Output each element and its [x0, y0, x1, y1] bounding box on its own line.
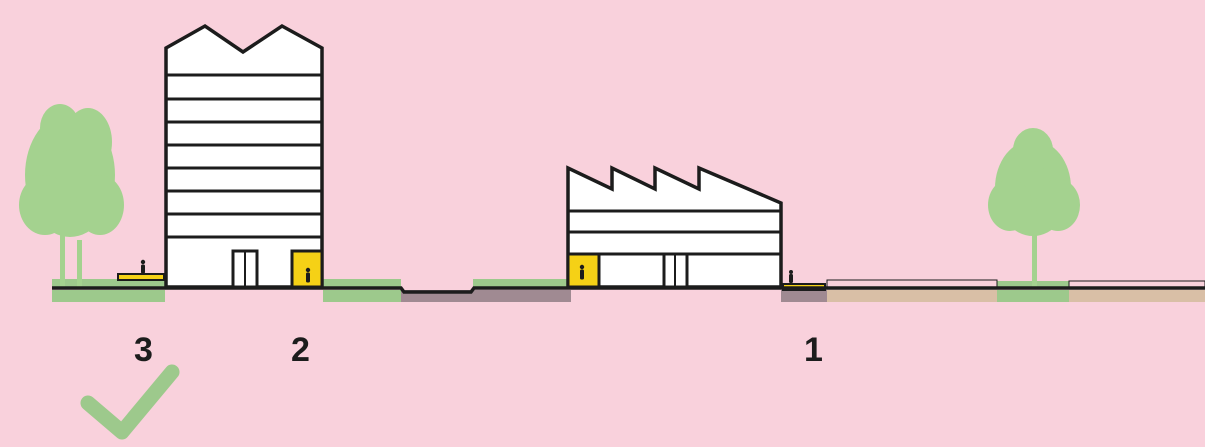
person-icon: [140, 259, 146, 274]
grass-tuft-center: [473, 279, 569, 287]
grass-tuft-mid: [323, 279, 401, 287]
yellow-bench-left: [117, 273, 165, 281]
person-icon: [789, 270, 793, 283]
tree-icon: [19, 104, 124, 287]
factory-building: [566, 165, 783, 289]
marker-1: 1: [804, 331, 823, 369]
ground-line: [52, 286, 1205, 294]
green-strip-right: [997, 290, 1069, 302]
road-strip-right: [781, 290, 827, 302]
tree-icon: [988, 128, 1080, 287]
marker-2: 2: [291, 331, 310, 369]
green-strip-mid: [323, 290, 401, 302]
green-strip-left: [52, 290, 165, 302]
grass-tuft-left: [52, 279, 165, 287]
person-icon: [305, 267, 311, 283]
sand-strip-2: [1069, 290, 1205, 302]
person-icon: [579, 264, 585, 280]
marker-3: 3: [134, 331, 153, 369]
sand-strip-1: [827, 290, 997, 302]
pavement-outline-1: [826, 279, 998, 288]
pavement-outline-2: [1068, 280, 1205, 288]
tall-building: [164, 23, 324, 289]
checkmark-icon: [80, 364, 180, 440]
